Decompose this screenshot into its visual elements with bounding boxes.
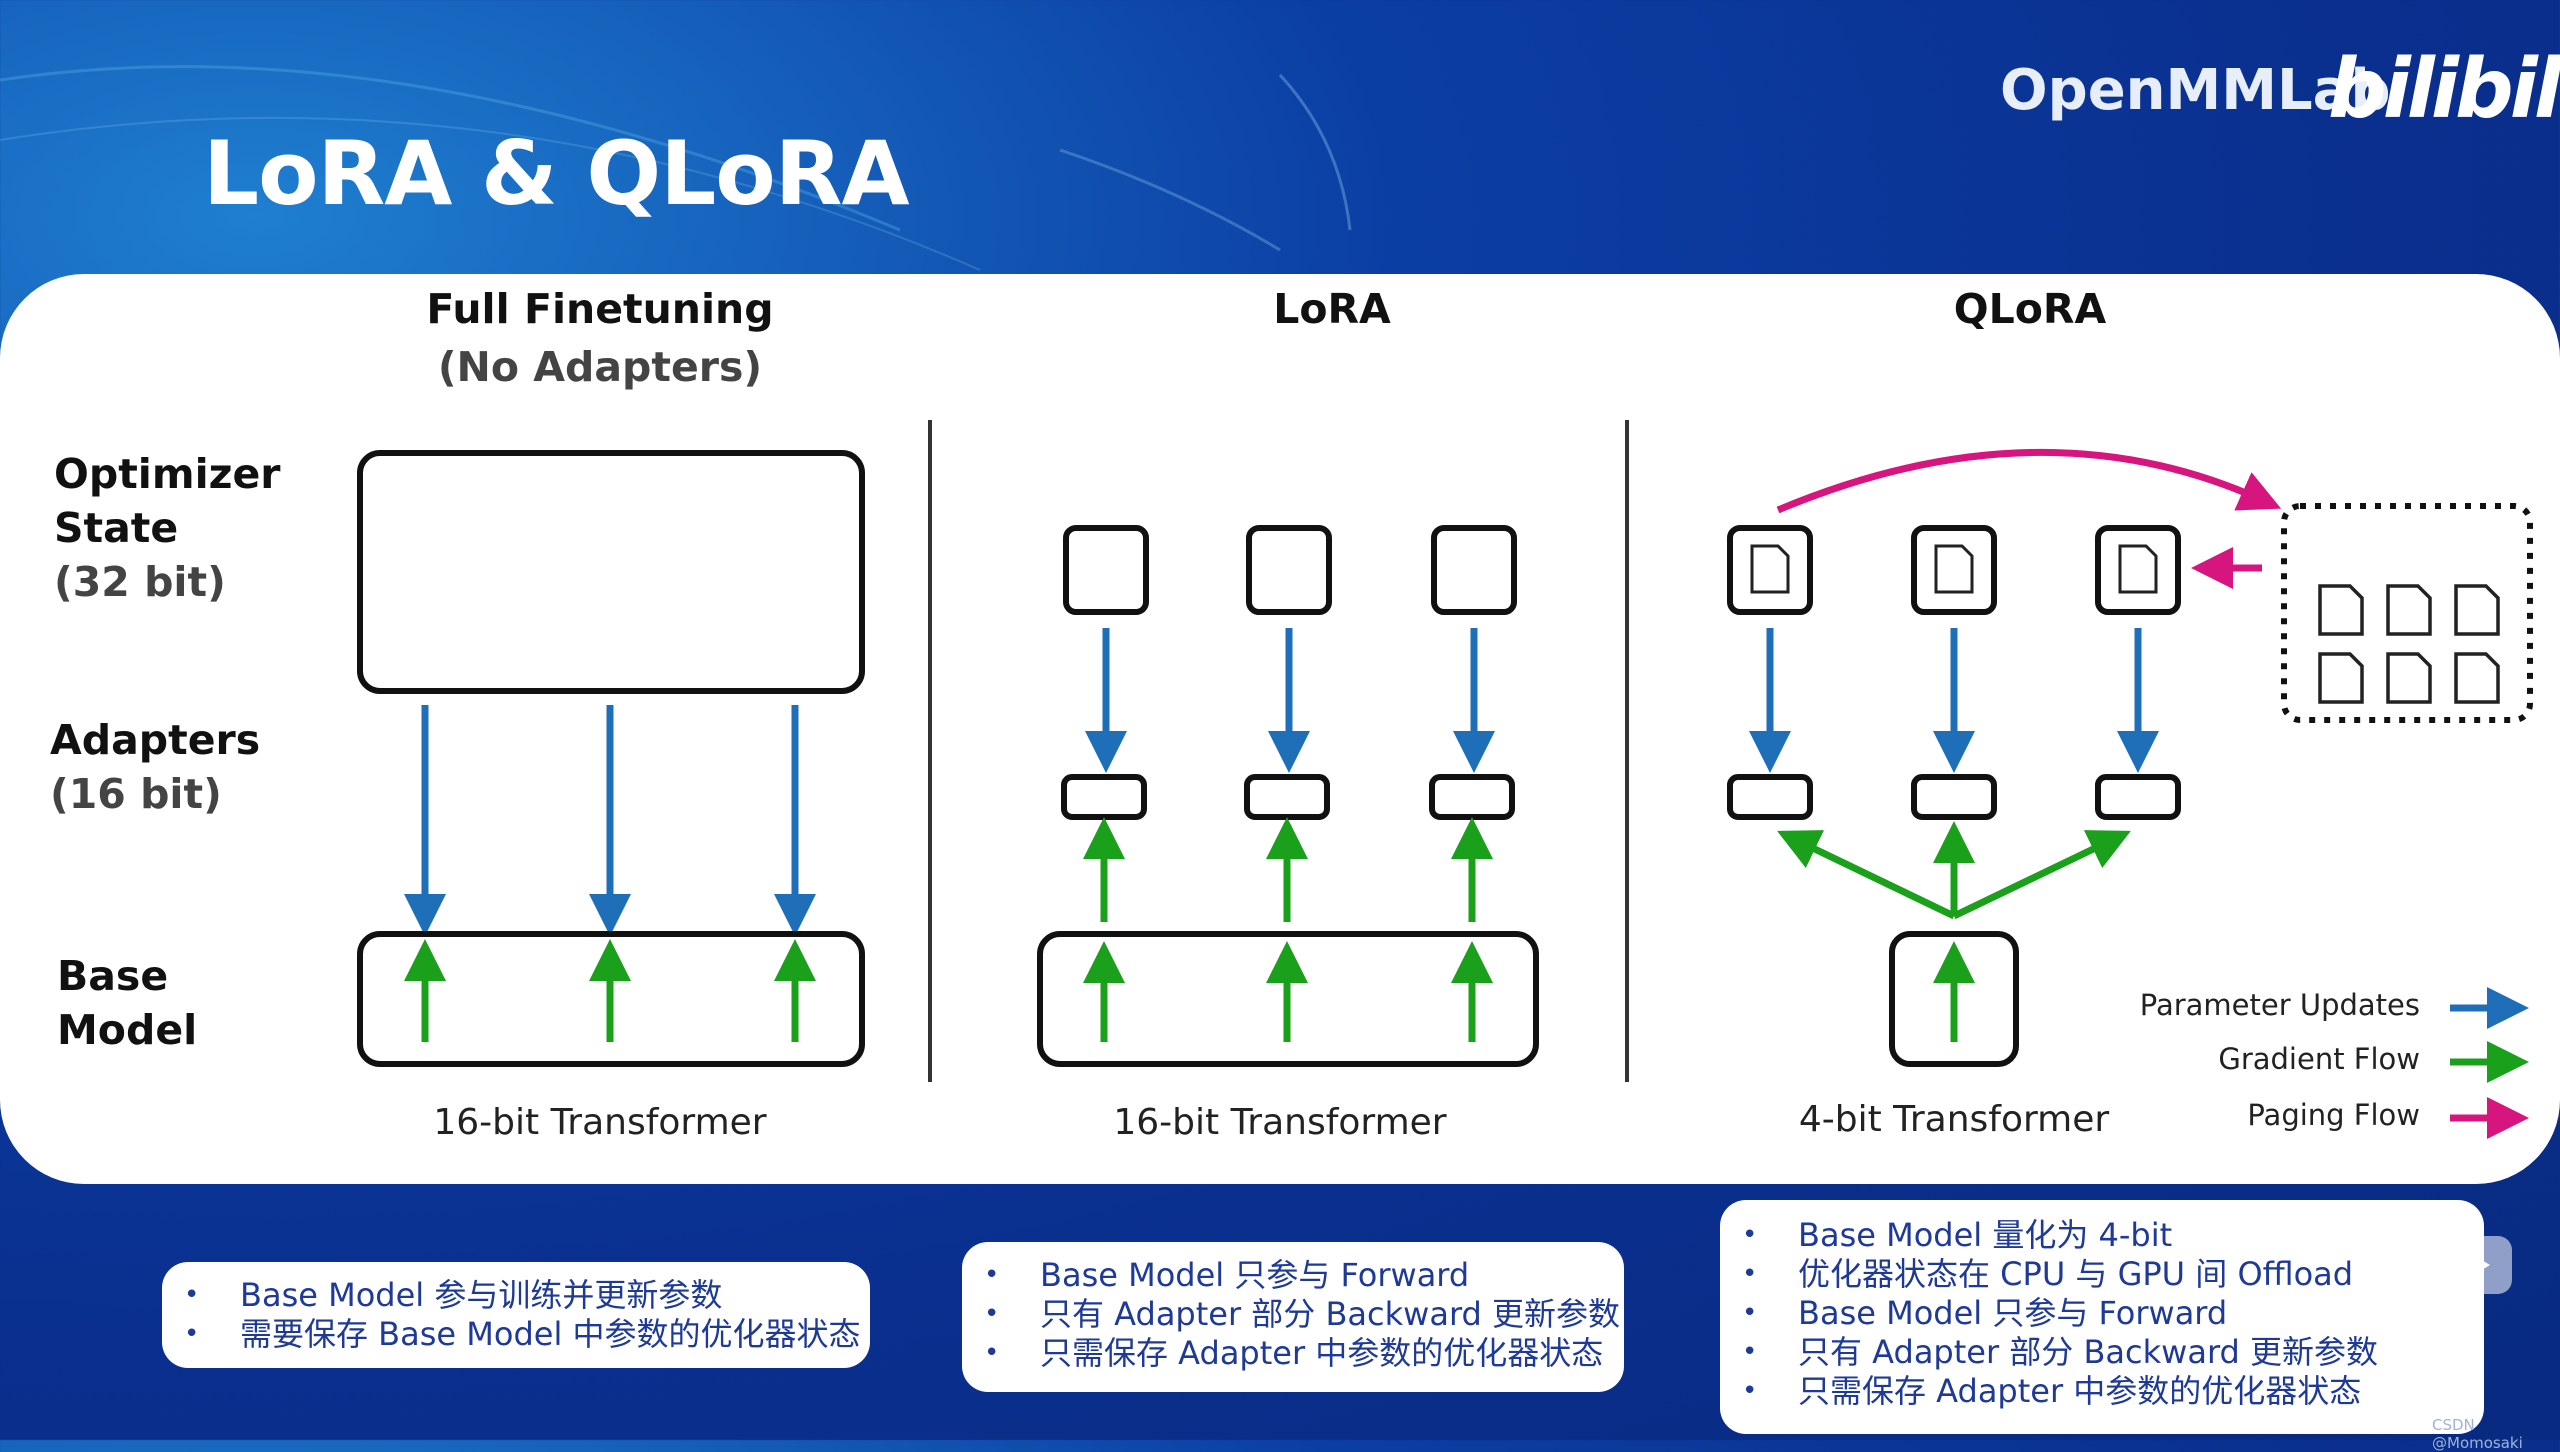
note-item: 只有 Adapter 部分 Backward 更新参数 bbox=[962, 1295, 1624, 1334]
column-title-qlora: QLoRA bbox=[1953, 285, 2107, 333]
play-button-icon[interactable] bbox=[2444, 1236, 2512, 1294]
caption-full-finetuning: 16-bit Transformer bbox=[433, 1102, 767, 1143]
note-item: 需要保存 Base Model 中参数的优化器状态 bbox=[162, 1315, 870, 1354]
notes-box-lora: Base Model 只参与 Forward 只有 Adapter 部分 Bac… bbox=[962, 1242, 1624, 1392]
bilibili-logo: bilibili bbox=[2328, 42, 2560, 137]
notes-box-qlora: Base Model 量化为 4-bit 优化器状态在 CPU 与 GPU 间 … bbox=[1720, 1200, 2484, 1434]
legend-label-parameter-updates: Parameter Updates bbox=[2139, 988, 2420, 1022]
column-title-full-finetuning: Full Finetuning (No Adapters) bbox=[300, 280, 900, 396]
openmmlab-logo: OpenMMLab bbox=[2000, 58, 2391, 123]
note-item: 只有 Adapter 部分 Backward 更新参数 bbox=[1720, 1333, 2484, 1372]
caption-lora: 16-bit Transformer bbox=[1113, 1102, 1447, 1143]
row-label-adapters-line1: Adapters bbox=[50, 716, 261, 764]
note-item: Base Model 参与训练并更新参数 bbox=[162, 1276, 870, 1315]
legend-label-paging-flow: Paging Flow bbox=[2247, 1098, 2420, 1132]
row-label-optimizer-line3: (32 bit) bbox=[54, 558, 226, 606]
notes-box-full-finetuning: Base Model 参与训练并更新参数 需要保存 Base Model 中参数… bbox=[162, 1262, 870, 1368]
note-item: 只需保存 Adapter 中参数的优化器状态 bbox=[962, 1334, 1624, 1373]
caption-qlora: 4-bit Transformer bbox=[1798, 1099, 2110, 1140]
note-item: 优化器状态在 CPU 与 GPU 间 Offload bbox=[1720, 1255, 2484, 1294]
row-label-base-model: Base Model bbox=[57, 949, 197, 1057]
column-title-full-finetuning-line1: Full Finetuning bbox=[426, 285, 774, 333]
note-item: 只需保存 Adapter 中参数的优化器状态 bbox=[1720, 1372, 2484, 1411]
slide-title: LoRA & QLoRA bbox=[203, 122, 910, 225]
note-item: Base Model 只参与 Forward bbox=[1720, 1294, 2484, 1333]
background-light-streaks bbox=[0, 65, 1352, 271]
row-label-adapters-line2: (16 bit) bbox=[50, 770, 222, 818]
cpu-label: CPU bbox=[2378, 532, 2435, 565]
row-label-optimizer-line1: Optimizer bbox=[54, 450, 281, 498]
note-item: Base Model 量化为 4-bit bbox=[1720, 1216, 2484, 1255]
row-label-optimizer-line2: State bbox=[54, 504, 179, 552]
legend-label-gradient-flow: Gradient Flow bbox=[2218, 1042, 2420, 1076]
row-label-adapters: Adapters (16 bit) bbox=[50, 713, 260, 821]
row-label-optimizer-state: Optimizer State (32 bit) bbox=[54, 447, 281, 609]
watermark: CSDN @Momosaki bbox=[2432, 1416, 2523, 1452]
column-title-full-finetuning-line2: (No Adapters) bbox=[437, 343, 763, 391]
column-title-lora: LoRA bbox=[1273, 285, 1391, 333]
row-label-base-line2: Model bbox=[57, 1006, 198, 1054]
row-label-base-line1: Base bbox=[57, 952, 169, 1000]
note-item: Base Model 只参与 Forward bbox=[962, 1256, 1624, 1295]
